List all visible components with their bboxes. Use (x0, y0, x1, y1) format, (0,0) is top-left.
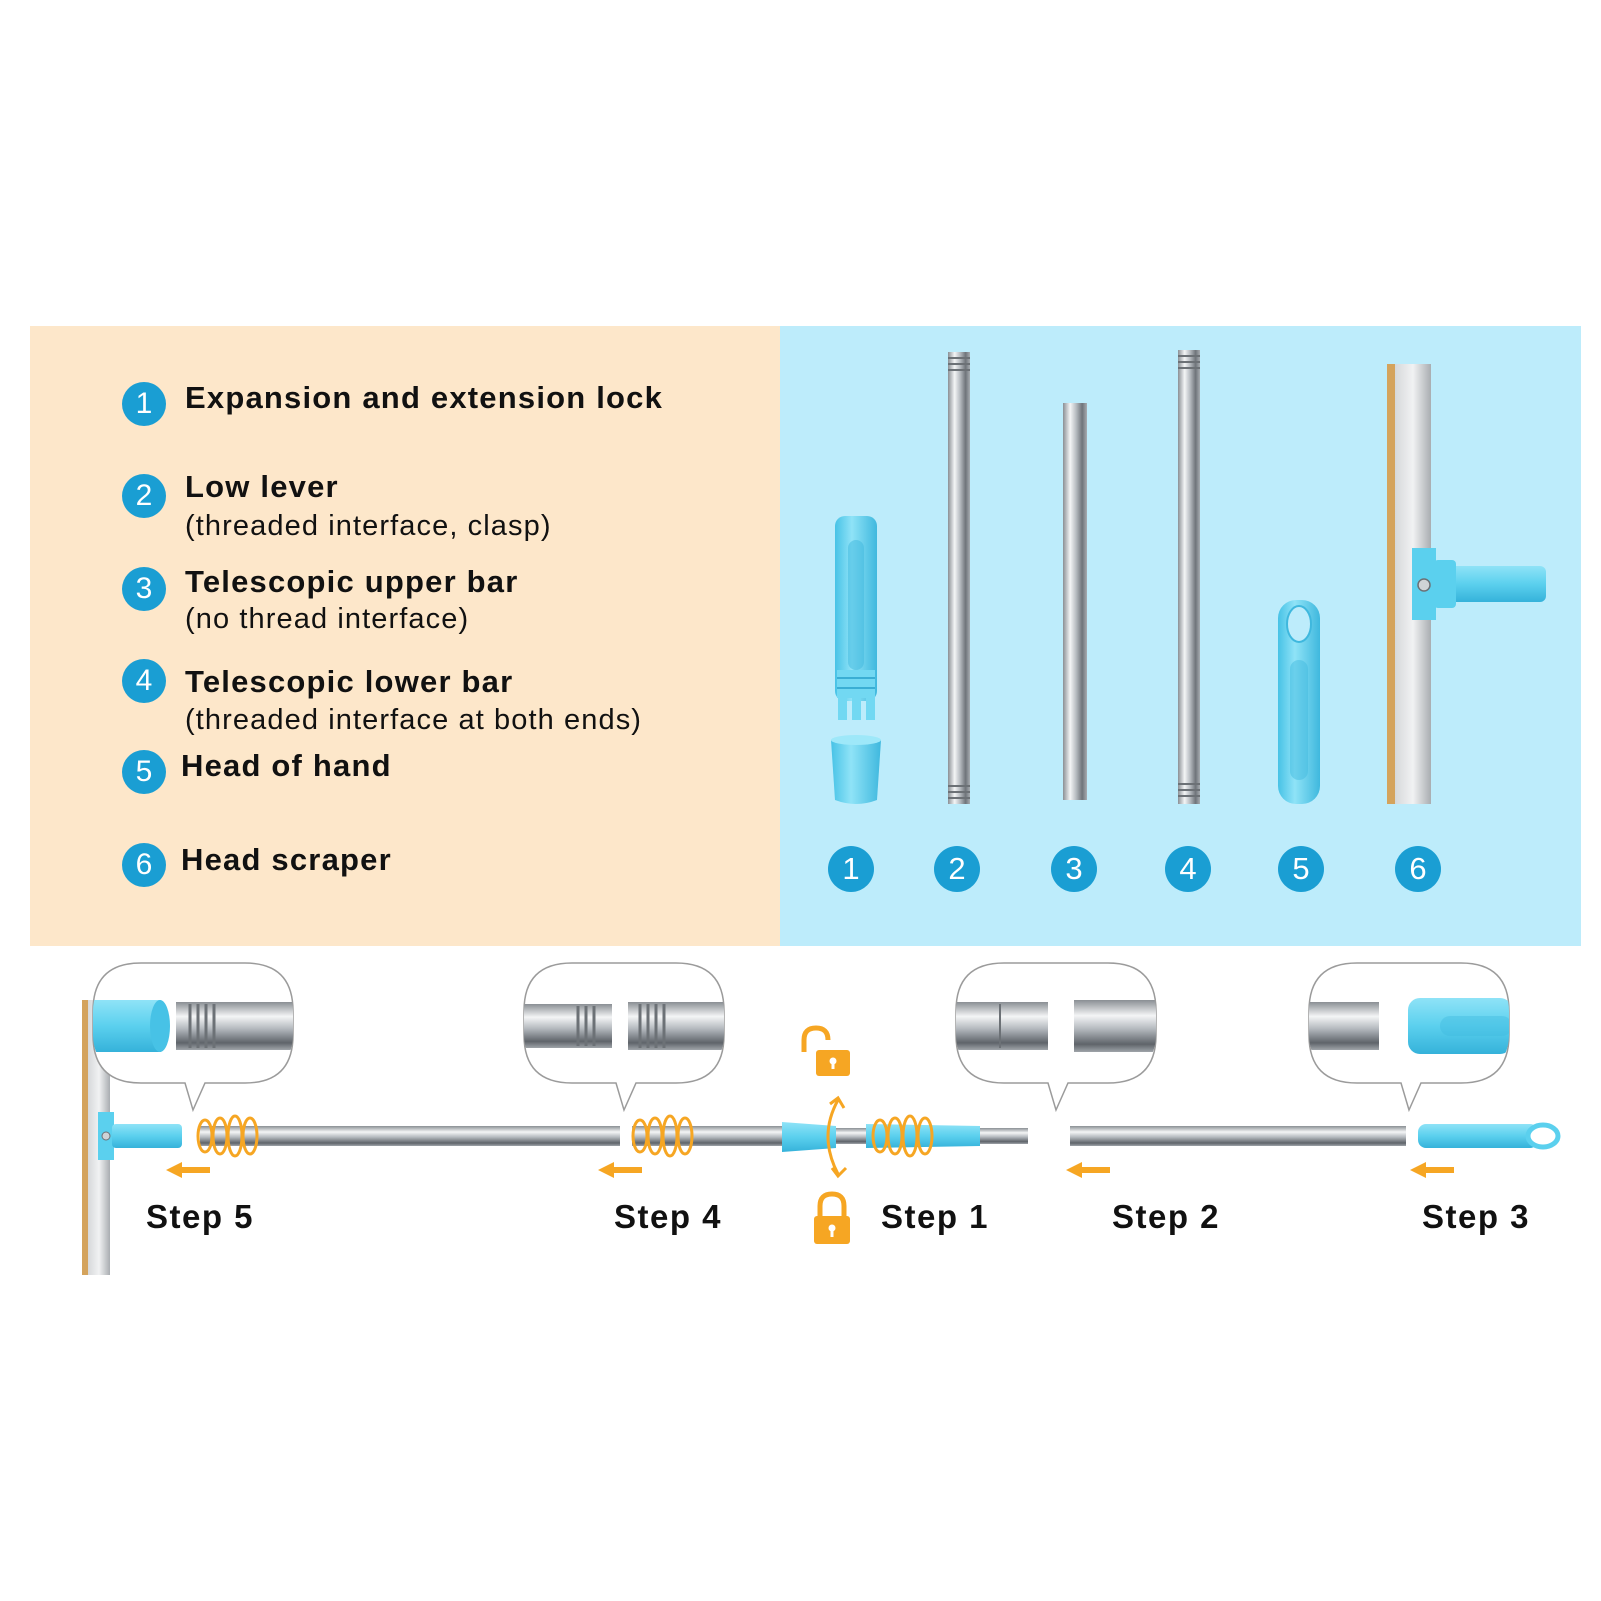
part-5-hand-head (1278, 600, 1320, 804)
legend-title: Head of hand (181, 748, 392, 783)
assembly-rods (200, 1122, 1561, 1152)
step-3-label: Step 3 (1422, 1198, 1531, 1235)
legend-subtitle: (no thread interface) (185, 603, 470, 635)
part-badge-2: 2 (934, 846, 980, 892)
part-2-low-lever (948, 352, 970, 804)
callout-bubble-step-2 (955, 962, 1157, 1113)
callout-bubble-step-3 (1308, 962, 1510, 1113)
number-badge: 2 (122, 474, 166, 518)
legend-title: Head scraper (181, 842, 392, 877)
spring-coil-icon (196, 1114, 934, 1158)
number-badge: 4 (122, 659, 166, 703)
number-badge: 5 (122, 750, 166, 794)
legend-title: Telescopic upper bar (185, 564, 519, 599)
callout-bubble-step-4 (523, 962, 725, 1113)
legend-subtitle: (threaded interface at both ends) (185, 704, 643, 736)
number-badge: 6 (122, 843, 166, 887)
legend-title: Low lever (185, 469, 339, 504)
step-5-label: Step 5 (146, 1198, 255, 1235)
number-badge: 3 (122, 567, 166, 611)
part-badge-1: 1 (828, 846, 874, 892)
legend-subtitle: (threaded interface, clasp) (185, 510, 552, 542)
part-1-extension-lock (831, 516, 881, 804)
unlock-icon (801, 1025, 850, 1076)
number-badge: 1 (122, 382, 166, 426)
step-2-label: Step 2 (1112, 1198, 1221, 1235)
step-1-label: Step 1 (881, 1198, 990, 1235)
left-arrow-icon (166, 1162, 1454, 1178)
part-badge-5: 5 (1278, 846, 1324, 892)
legend-title: Telescopic lower bar (185, 664, 514, 699)
part-badge-6: 6 (1395, 846, 1441, 892)
part-badge-3: 3 (1051, 846, 1097, 892)
lock-icon (814, 1191, 850, 1244)
part-4-lower-bar (1178, 350, 1200, 804)
part-badge-4: 4 (1165, 846, 1211, 892)
parts-legend-panel (30, 326, 780, 946)
part-6-head-scraper (1387, 364, 1546, 804)
legend-title: Expansion and extension lock (185, 380, 664, 415)
part-3-upper-bar (1063, 403, 1087, 800)
callout-bubble-step-5 (92, 962, 294, 1113)
step-4-label: Step 4 (614, 1198, 723, 1235)
rotate-arrows-icon (826, 1095, 848, 1179)
